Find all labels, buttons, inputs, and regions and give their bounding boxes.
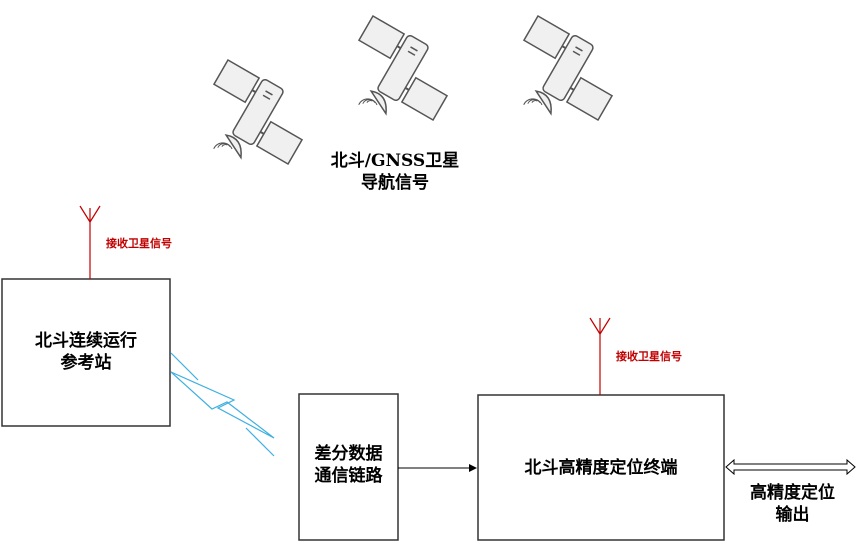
wireless-link-icon bbox=[170, 352, 275, 457]
output-double-arrow bbox=[725, 458, 856, 476]
diff-link-label: 差分数据 通信链路 bbox=[299, 443, 398, 487]
reference-station-line1: 北斗连续运行 bbox=[35, 331, 137, 351]
output-label: 高精度定位 输出 bbox=[730, 482, 855, 526]
diff-link-line1: 差分数据 bbox=[314, 444, 383, 464]
diff-link-box bbox=[298, 393, 399, 541]
terminal-box bbox=[477, 394, 725, 541]
antenna-icon bbox=[79, 205, 101, 279]
reference-station-line2: 参考站 bbox=[60, 353, 112, 373]
antenna-icon bbox=[589, 317, 611, 395]
satellites-label-line1: 北斗/GNSS卫星 bbox=[330, 151, 460, 171]
satellite-icon bbox=[494, 13, 631, 142]
satellites-label-line2: 导航信号 bbox=[361, 173, 429, 193]
reference-station-box bbox=[1, 278, 171, 427]
reference-station-label: 北斗连续运行 参考站 bbox=[2, 330, 170, 374]
antenna-label-terminal: 接收卫星信号 bbox=[616, 350, 682, 363]
satellites-label: 北斗/GNSS卫星 导航信号 bbox=[320, 150, 470, 194]
terminal-label: 北斗高精度定位终端 bbox=[524, 458, 678, 478]
diff-link-line2: 通信链路 bbox=[314, 466, 383, 486]
antenna-label-station: 接收卫星信号 bbox=[106, 237, 172, 250]
satellite-icon bbox=[329, 13, 466, 142]
satellite-icon bbox=[184, 57, 321, 186]
output-line2: 输出 bbox=[775, 505, 810, 525]
output-line1: 高精度定位 bbox=[750, 483, 835, 503]
